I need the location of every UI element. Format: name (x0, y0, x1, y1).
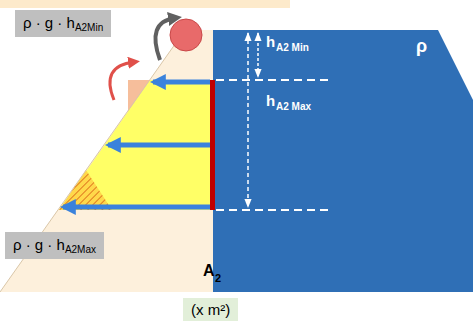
depth-arrow (257, 33, 259, 77)
pressure-arrow (108, 143, 210, 148)
pressure-box: ρ · g · hA2Max (5, 232, 104, 259)
surface-line (210, 80, 215, 210)
depth-subscript: A2 Min (276, 42, 309, 53)
moment-arrow (110, 62, 134, 100)
area-subscript: 2 (215, 272, 221, 284)
area-label: A (203, 262, 215, 280)
pressure-arrow (153, 80, 210, 85)
fluid (213, 30, 473, 292)
subscript: A2Min (75, 22, 103, 33)
pressure-box: ρ · g · hA2Min (15, 10, 111, 37)
formula-text: ρ · g · h (23, 14, 75, 31)
formula-text: (x m²) (191, 301, 230, 318)
formula-text: ρ · g · h (13, 236, 65, 253)
unit-box: (x m²) (183, 298, 238, 321)
subscript: A2Max (65, 244, 96, 255)
top-band (0, 0, 290, 8)
depth-symbol: h (266, 33, 275, 50)
density-symbol: ρ (416, 36, 427, 57)
depth-symbol: h (266, 92, 275, 109)
pressure-arrow (63, 205, 210, 210)
level-line (216, 79, 330, 81)
depth-subscript: A2 Max (276, 101, 311, 112)
hinge-circle (170, 19, 202, 51)
incline-line (0, 30, 185, 292)
level-line (216, 209, 330, 211)
hatched-triangle (59, 170, 112, 210)
wall-region (0, 30, 213, 292)
depth-arrow (247, 33, 249, 207)
